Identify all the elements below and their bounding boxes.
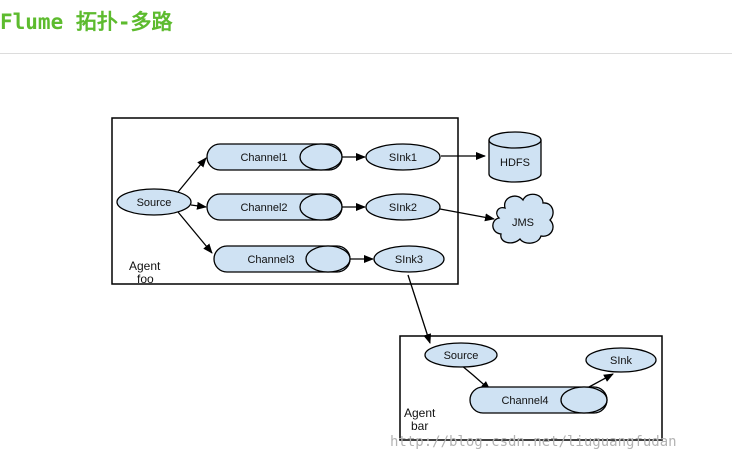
hdfs-label: HDFS — [500, 157, 530, 169]
channel1-node: Channel1 — [206, 143, 343, 171]
edge-bar-source-channel4 — [460, 364, 491, 391]
page-title: Flume 拓扑-多路 — [0, 10, 173, 34]
sink3-label: SInk3 — [395, 254, 423, 266]
sink1-node: SInk1 — [365, 143, 441, 171]
channel2-node: Channel2 — [206, 193, 343, 221]
sink2-label: SInk2 — [389, 202, 417, 214]
agent-foo-label-line1: Agent — [129, 259, 161, 273]
jms-cloud-icon: JMS — [492, 193, 554, 244]
agent-bar-label-line1: Agent — [404, 406, 436, 420]
edge-channel4-sink — [588, 373, 614, 388]
agent-bar-box — [399, 335, 663, 441]
agent-foo-label-line2: foo — [137, 272, 154, 286]
header-divider — [0, 53, 732, 54]
bar-sink-node: SInk — [585, 347, 657, 373]
channel4-node: Channel4 — [469, 386, 608, 414]
agent-foo-box — [111, 117, 459, 285]
edge-sink2-jms — [439, 208, 495, 222]
channel1-label: Channel1 — [240, 152, 287, 164]
sink1-label: SInk1 — [389, 152, 417, 164]
edge-source-channel1 — [177, 157, 207, 193]
watermark-text: http://blog.csdn.net/liuguangfudan — [390, 434, 677, 450]
agent-bar-label-line2: bar — [411, 419, 428, 433]
channel4-label: Channel4 — [501, 395, 548, 407]
channel2-label: Channel2 — [240, 202, 287, 214]
sink3-node: SInk3 — [373, 245, 445, 273]
bar-sink-label: SInk — [610, 355, 633, 367]
channel3-label: Channel3 — [247, 254, 294, 266]
hdfs-database-icon: HDFS — [488, 131, 542, 183]
edge-source-channel3 — [177, 211, 213, 254]
sink2-node: SInk2 — [365, 193, 441, 221]
edge-sink3-bar-source — [407, 274, 432, 344]
bar-source-label: Source — [444, 350, 479, 362]
edges — [177, 152, 614, 391]
foo-source-node: Source — [116, 188, 192, 216]
channel3-node: Channel3 — [213, 245, 351, 273]
bar-source-node: Source — [424, 342, 498, 368]
jms-label: JMS — [512, 217, 534, 229]
edge-source-channel2 — [190, 201, 207, 210]
foo-source-label: Source — [137, 197, 172, 209]
